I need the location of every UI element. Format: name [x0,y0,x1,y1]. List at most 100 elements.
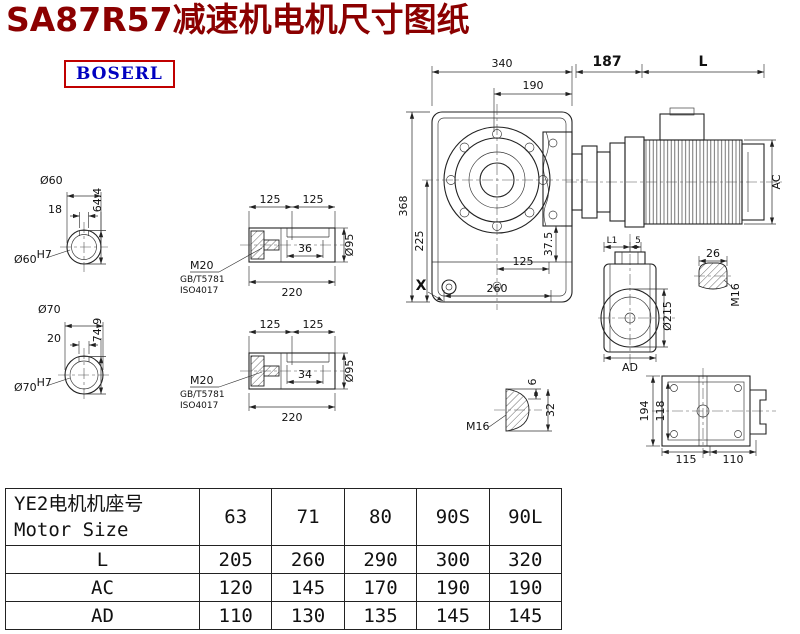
table-row-AC: AC 120 145 170 190 190 [5,573,562,602]
bolt-std2-top: ISO4017 [180,286,218,296]
dim-shaft60-dia: Ø60 [40,174,63,187]
dim-width-bottom: 260 [487,282,508,295]
shaft-end-thread: M16 [466,420,490,433]
dim-foot115: 115 [676,453,697,466]
shaft70-bore-circle [69,360,99,390]
table-row-AD: AD 110 130 135 145 145 [5,601,562,630]
size-col-90s: 90S [416,488,490,546]
dim-total-top: 220 [282,286,303,299]
dim-motor-height: AC [770,174,783,189]
terminal-box [659,113,705,141]
shaft-detail-bottom: 125 125 M20 GB/T5781 ISO4017 34 220 Ø95 [180,318,356,424]
cell-AD-90s: 145 [416,601,490,630]
shaft70-fit-label: Ø70H7 [14,376,52,394]
dim-motor-length: L [699,54,708,70]
dim-dia95-bottom: Ø95 [343,360,356,383]
bolt-label-top: M20 [190,259,214,272]
cell-L-63: 205 [198,545,273,574]
gearbox-front-view: 340 190 368 225 37.5 125 260 X [397,57,588,310]
dim-height-total: 368 [397,196,410,217]
cell-AD-80: 135 [343,601,418,630]
dim-foot110: 110 [723,453,744,466]
motor-side-view: 187 L AC [566,54,783,228]
shaft60-bore-circle [71,234,97,260]
size-col-90l: 90L [488,488,562,546]
dim-height-center: 225 [413,231,426,252]
flange-tab [750,389,767,435]
dim-total-bottom: 220 [282,411,303,424]
dim-keylen-bottom: 34 [298,368,312,381]
shaft60-keyway [79,230,89,236]
cell-L-80: 290 [343,545,418,574]
table-header-row: YE2电机机座号 Motor Size 63 71 80 90S 90L [5,488,562,546]
motor-size-header-en: Motor Size [14,519,129,541]
bolt-std2-bottom: ISO4017 [180,401,218,411]
dim-shaft70-key-width: 20 [47,332,61,345]
cell-L-71: 260 [271,545,345,574]
gearbox-bottom-view: 194 118 115 110 [638,368,776,466]
cell-AD-71: 130 [271,601,345,630]
cell-AC-63: 120 [198,573,273,602]
row-label-AD: AD [5,601,200,630]
dim-depth6: 6 [526,379,539,386]
dim-adapter-length: 187 [592,54,621,70]
row-label-L: L [5,545,200,574]
bolt-std1-bottom: GB/T5781 [180,390,225,400]
dim-seg1-top: 125 [260,193,281,206]
bolt-label-bottom: M20 [190,374,214,387]
page-title: SA87R57减速机电机尺寸图纸 [6,0,470,39]
size-col-80: 80 [343,488,418,546]
motor-size-header-cn: YE2电机机座号 [14,493,144,515]
dim-inner118: 118 [654,401,667,422]
dim-bottom-center: 125 [513,255,534,268]
shaft-end-detail: M16 6 32 [466,379,557,434]
cell-AC-90l: 190 [488,573,562,602]
motor-size-table: YE2电机机座号 Motor Size 63 71 80 90S 90L L 2… [5,488,562,630]
dim-flange-dia: Ø215 [661,301,674,331]
motor-body [643,139,743,225]
dim-l1: L1 [607,236,618,246]
size-col-63: 63 [198,488,273,546]
key-section [698,262,728,290]
gearbox-body-outline [431,111,573,303]
fan-cover [741,143,765,221]
dim-width-flange: 190 [523,79,544,92]
dim-seg2-bottom: 125 [303,318,324,331]
dim-offset: 37.5 [542,232,555,257]
dim-len32: 32 [544,403,557,417]
dim-key-thread: M16 [729,283,742,307]
dim-width-total: 340 [492,57,513,70]
shaft-detail-top: 125 125 M20 GB/T5781 ISO4017 36 220 Ø95 [180,193,356,299]
gearbox-side-view: L1 5 Ø215 AD [598,234,676,374]
dim-keylen-top: 36 [298,242,312,255]
dim-ad: AD [622,361,638,374]
motor-size-header-cell: YE2电机机座号 Motor Size [5,488,200,546]
dim-shaft60-key-width: 18 [48,203,62,216]
dim-dia95-top: Ø95 [343,234,356,257]
dim-shaft60-key-height: 64.4 [91,188,104,213]
table-row-L: L 205 260 290 300 320 [5,545,562,574]
dim-height194: 194 [638,401,651,422]
shaft70-end-view: Ø70 20 74.9 Ø70H7 [14,303,110,402]
dim-shaft70-dia: Ø70 [38,303,61,316]
cell-AD-63: 110 [198,601,273,630]
shaft60-fit-label: Ø60H7 [14,248,52,266]
cell-AD-90l: 145 [488,601,562,630]
bolt-std1-top: GB/T5781 [180,275,225,285]
dim-key-width: 26 [706,247,720,260]
foot-outline [661,375,751,447]
dim-shaft70-key-height: 74.9 [91,318,104,343]
brand-logo: BOSERL [64,60,175,88]
shaft70-keyway [78,356,90,362]
cell-AC-90s: 190 [416,573,490,602]
cell-AC-80: 170 [343,573,418,602]
key-detail: 26 M16 [694,247,742,307]
section-mark-x: X [416,278,427,294]
size-col-71: 71 [271,488,345,546]
dim-seg2-top: 125 [303,193,324,206]
dim-step5: 5 [635,236,641,246]
row-label-AC: AC [5,573,200,602]
cell-L-90l: 320 [488,545,562,574]
